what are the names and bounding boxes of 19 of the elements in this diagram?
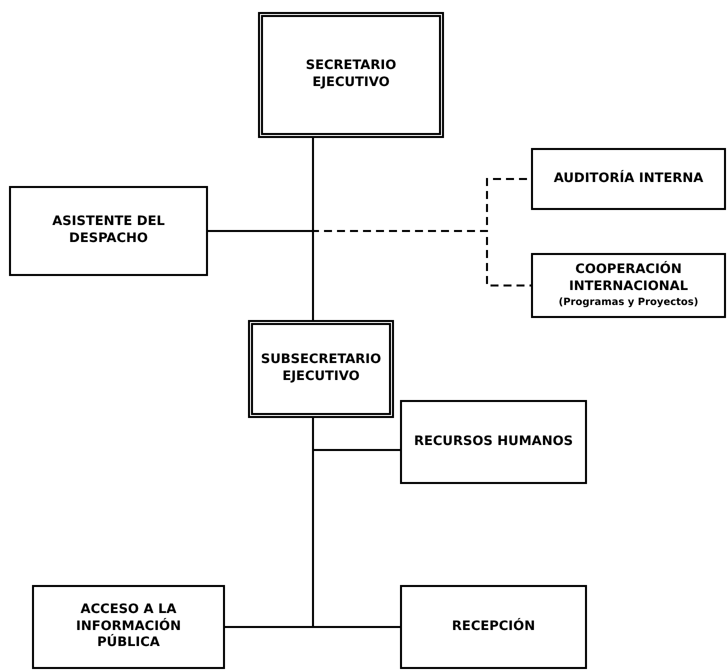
unit-title: SUBSECRETARIO EJECUTIVO <box>260 352 382 386</box>
org-box <box>32 585 225 669</box>
org-box <box>531 253 726 318</box>
unit-title: RECURSOS HUMANOS <box>414 434 574 450</box>
org-box <box>400 400 587 484</box>
unit-title: COOPERACIÓN INTERNACIONAL <box>568 262 690 296</box>
unit-title: ASISTENTE DEL DESPACHO <box>51 214 166 248</box>
org-box <box>531 148 726 210</box>
unit-title: ACCESO A LA INFORMACIÓN PÚBLICA <box>75 602 182 652</box>
org-box <box>9 186 208 276</box>
unit-note: (Programas y Proyectos) <box>558 296 698 309</box>
org-box <box>400 585 587 669</box>
connector-line <box>312 418 400 628</box>
org-box <box>248 320 394 418</box>
unit-title: AUDITORÍA INTERNA <box>554 170 704 188</box>
unit-title: RECEPCIÓN <box>452 618 536 636</box>
org-box <box>258 12 444 138</box>
unit-title: SECRETARIO EJECUTIVO <box>304 58 398 92</box>
connector-line <box>312 138 531 286</box>
